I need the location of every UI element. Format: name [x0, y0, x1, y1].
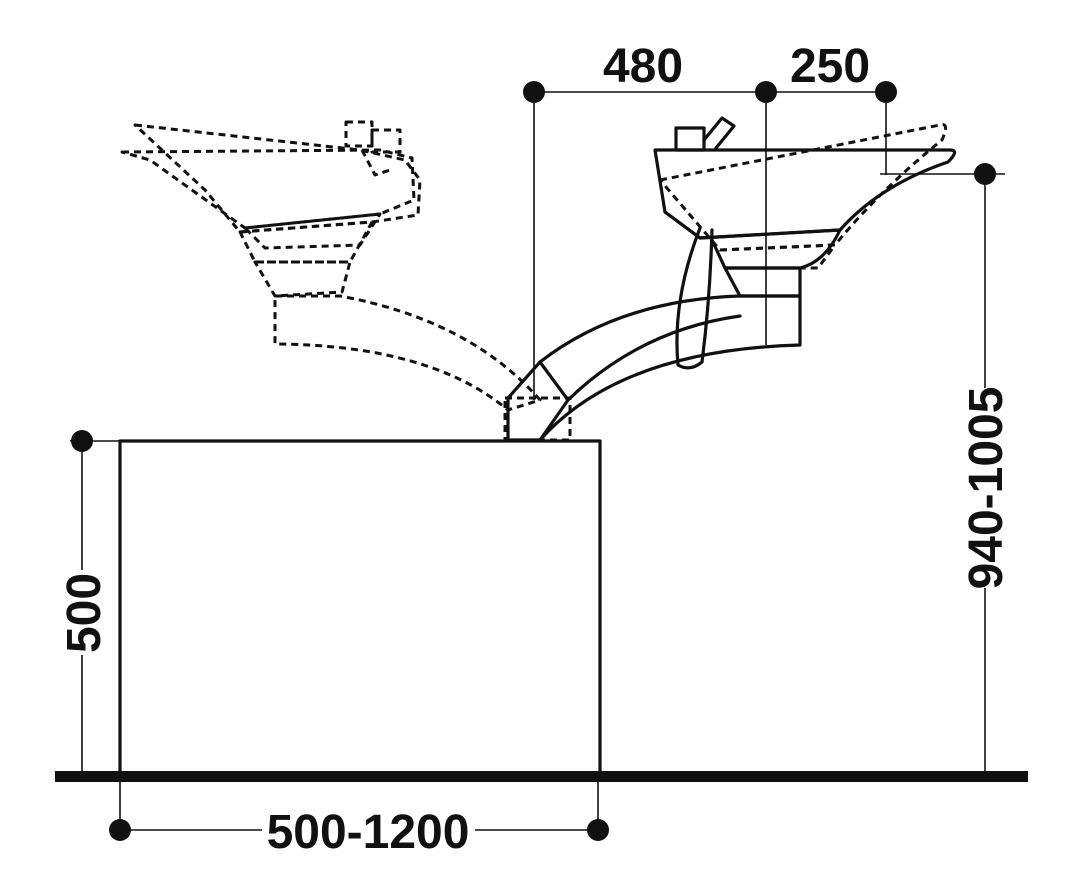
dimension-480: 480: [523, 40, 777, 400]
ghost-basin-rotated: [120, 120, 542, 412]
label-480: 480: [603, 40, 683, 93]
floor-line: [55, 771, 1028, 782]
label-940-1005: 940-1005: [960, 387, 1013, 590]
dimension-250: 250: [766, 40, 897, 175]
dimension-500-1200: 500-1200: [109, 774, 609, 859]
basin-solid: [653, 116, 957, 370]
dimension-940-1005: 940-1005: [880, 163, 1013, 772]
label-500-1200: 500-1200: [267, 806, 470, 859]
support-arm: [538, 294, 802, 442]
label-250: 250: [790, 40, 870, 93]
dimension-500: 500: [58, 430, 120, 772]
label-500: 500: [58, 573, 111, 653]
cabinet-body: [118, 439, 602, 776]
